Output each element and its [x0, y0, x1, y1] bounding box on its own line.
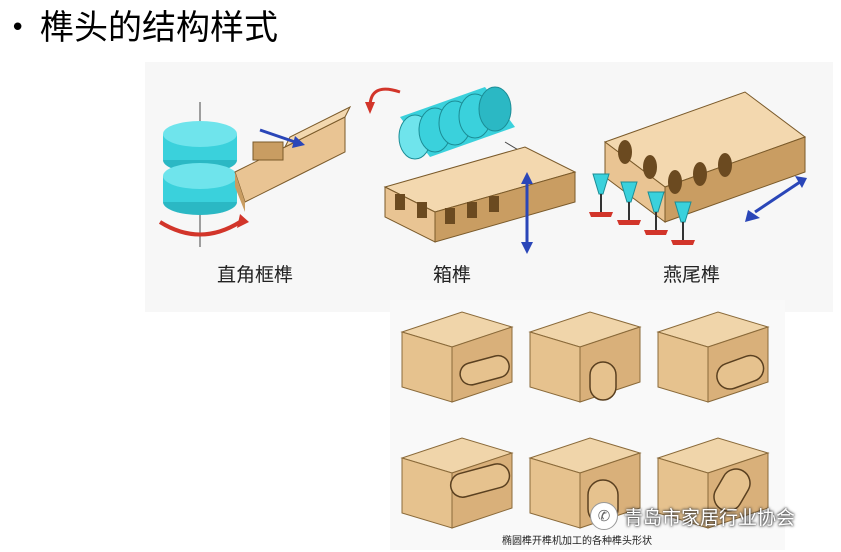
title-text: 榫头的结构样式 — [40, 8, 278, 48]
tenon-shape-6 — [657, 437, 769, 529]
tenon-types-illustration: 直角框榫 箱榫 燕尾榫 — [145, 62, 833, 312]
caption-frame-tenon: 直角框榫 — [217, 264, 294, 286]
wechat-icon: ✆ — [590, 502, 618, 530]
oval-tenon-shapes-drawing — [401, 311, 769, 529]
watermark-text: 青岛市家居行业协会 — [624, 506, 796, 529]
tenon-shape-1 — [401, 311, 513, 403]
slide-title: • 榫头的结构样式 — [10, 6, 278, 50]
caption-dovetail: 燕尾榫 — [663, 264, 721, 286]
box-joint-machine — [365, 86, 577, 254]
oval-tenon-shapes-illustration: 椭圆榫开榫机加工的各种榫头形状 — [390, 300, 785, 550]
tenon-shape-3 — [657, 311, 769, 403]
watermark: ✆ 青岛市家居行业协会 — [590, 502, 795, 530]
frame-tenon-machine — [158, 102, 352, 247]
caption-oval-tenon-shapes: 椭圆榫开榫机加工的各种榫头形状 — [502, 536, 652, 547]
caption-box-joint: 箱榫 — [433, 264, 472, 286]
dovetail-machine — [589, 91, 807, 245]
tenon-shape-2 — [529, 311, 641, 403]
bullet-point: • — [10, 13, 26, 43]
tenon-shape-4 — [401, 437, 513, 529]
tenon-types-drawing — [158, 86, 807, 254]
